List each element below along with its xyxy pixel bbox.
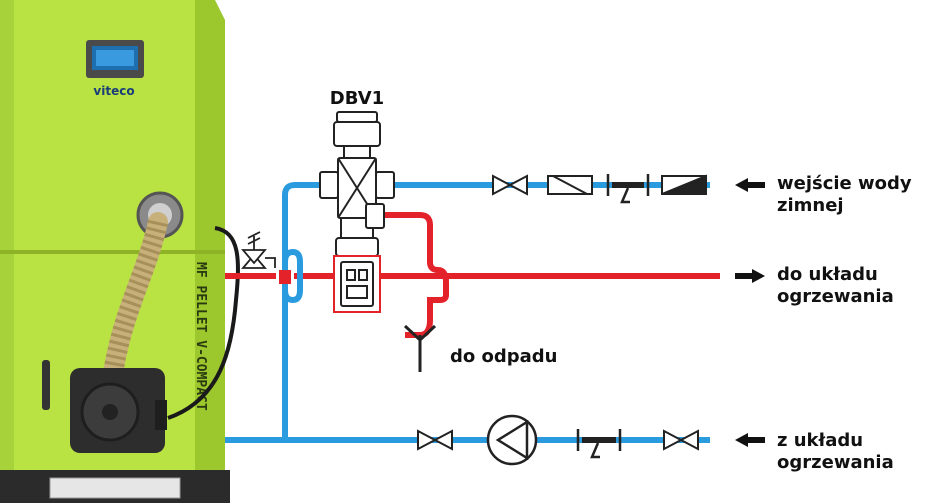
dbv1-valve <box>319 111 395 313</box>
heat-out-arrow <box>735 269 765 283</box>
return-strainer <box>576 429 622 459</box>
burner-unit <box>70 368 167 453</box>
pellet-boiler: viteco MF PELLET V-COMPACT <box>0 0 230 503</box>
heat-out-label: do układu ogrzewania <box>777 264 894 307</box>
cold-in-label-line2: zimnej <box>777 195 844 216</box>
control-panel <box>86 40 144 78</box>
heat-return-label-line2: ogrzewania <box>777 452 894 473</box>
drain-label: do odpadu <box>450 346 558 367</box>
cold-pressure-reducer <box>661 174 707 195</box>
cold-in-label-line1: wejście wody <box>777 173 912 194</box>
heat-return-arrow <box>735 433 765 447</box>
drain-symbol <box>403 324 437 372</box>
boiler-brand: viteco <box>93 84 134 98</box>
cold-strainer <box>606 174 650 204</box>
power-cable <box>167 226 240 420</box>
heat-return-label: z układu ogrzewania <box>777 430 894 473</box>
pipes <box>225 182 720 443</box>
cold-shutoff-valve <box>492 174 528 196</box>
circulation-pump <box>486 414 538 466</box>
return-valve-2 <box>663 429 699 451</box>
heat-return-label-line1: z układu <box>777 430 863 451</box>
heat-out-label-line2: ogrzewania <box>777 286 894 307</box>
safety-valve-symbol <box>241 231 276 269</box>
cold-check-valve <box>547 175 593 195</box>
cold-in-label: wejście wody zimnej <box>777 173 918 216</box>
return-valve-1 <box>417 429 453 451</box>
cold-supply-pipe <box>282 182 710 440</box>
drain-pipe <box>378 212 449 338</box>
boiler-model: MF PELLET V-COMPACT <box>193 262 208 411</box>
door-handle <box>42 360 50 410</box>
valve-label: DBV1 <box>330 88 384 109</box>
cold-in-arrow <box>735 178 765 192</box>
heat-out-label-line1: do układu <box>777 264 878 285</box>
